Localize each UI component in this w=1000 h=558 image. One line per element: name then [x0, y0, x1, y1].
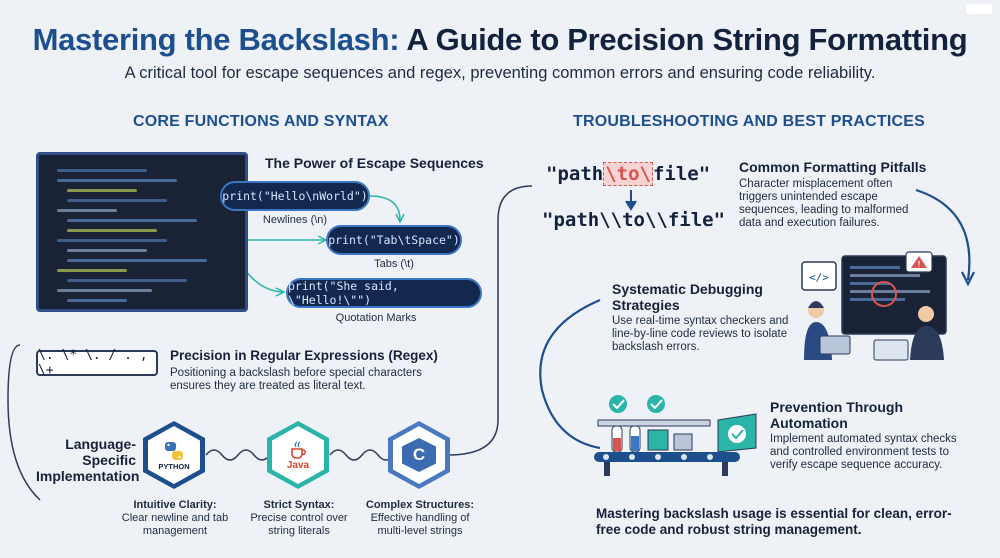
- c-icon: C: [402, 438, 436, 472]
- automation-illustration: [594, 395, 757, 476]
- watermark-badge: [966, 4, 992, 14]
- java-label: Java: [286, 459, 310, 471]
- language-heading: Language-Specific Implementation: [36, 436, 140, 484]
- section-heading-core: CORE FUNCTIONS AND SYNTAX: [133, 113, 389, 130]
- python-icon: [165, 441, 183, 460]
- java-caption: Strict Syntax: Precise control over stri…: [240, 499, 358, 538]
- java-caption-title: Strict Syntax:: [263, 499, 335, 511]
- prevention-body: Implement automated syntax checks and co…: [770, 433, 957, 471]
- label-quotes: Quotation Marks: [335, 312, 417, 324]
- c-caption-desc: Effective handling of multi-level string…: [370, 512, 470, 537]
- code-pill-newline: print("Hello\nWorld"): [220, 181, 370, 211]
- code-pill-quotes: print("She said, \"Hello!\""): [286, 278, 482, 308]
- escape-heading: The Power of Escape Sequences: [265, 155, 484, 171]
- section-heading-troubleshooting: TROUBLESHOOTING AND BEST PRACTICES: [573, 113, 925, 130]
- python-caption-title: Intuitive Clarity:: [133, 499, 217, 511]
- python-label: PYTHON: [158, 461, 190, 471]
- java-cup-icon: [291, 441, 306, 459]
- path-bad-post: file": [652, 163, 711, 185]
- pitfalls-body: Character misplacement often triggers un…: [739, 178, 909, 229]
- label-newline: Newlines (\n): [262, 214, 328, 226]
- debug-heading: Systematic Debugging Strategies: [612, 281, 763, 313]
- code-editor-illustration: [36, 152, 248, 312]
- regex-sample: \. \* \. / . , \+: [36, 348, 158, 378]
- c-label: C: [412, 445, 426, 464]
- java-caption-desc: Precise control over string literals: [250, 512, 348, 537]
- page-title: Mastering the Backslash: A Guide to Prec…: [0, 22, 1000, 58]
- path-bad: "path\to\file": [546, 162, 711, 186]
- java-hex: Java: [267, 421, 329, 489]
- python-caption-desc: Clear newline and tab management: [121, 512, 229, 537]
- path-bad-error: \to\: [603, 162, 653, 186]
- regex-heading: Precision in Regular Expressions (Regex): [170, 348, 438, 363]
- c-caption-title: Complex Structures:: [365, 499, 475, 511]
- c-hex: C: [388, 421, 450, 489]
- python-hex: PYTHON: [143, 421, 205, 489]
- python-caption: Intuitive Clarity: Clear newline and tab…: [120, 499, 230, 538]
- page-subtitle: A critical tool for escape sequences and…: [124, 64, 876, 82]
- c-caption: Complex Structures: Effective handling o…: [360, 499, 480, 538]
- debugging-illustration: </> !: [801, 251, 947, 361]
- path-good: "path\\to\\file": [542, 209, 726, 231]
- svg-text:!: !: [918, 260, 921, 269]
- prevention-heading: Prevention Through Automation: [770, 399, 903, 431]
- title-rest: A Guide to Precision String Formatting: [399, 22, 968, 57]
- pitfalls-heading: Common Formatting Pitfalls: [739, 159, 927, 175]
- title-highlight: Mastering the Backslash:: [32, 22, 400, 57]
- regex-body: Positioning a backslash before special c…: [170, 367, 422, 392]
- debug-body: Use real-time syntax checkers and line-b…: [612, 315, 789, 353]
- label-tab: Tabs (\t): [374, 258, 414, 270]
- svg-text:</>: </>: [809, 271, 829, 284]
- conclusion-text: Mastering backslash usage is essential f…: [596, 506, 952, 537]
- path-bad-pre: "path: [546, 163, 604, 185]
- code-pill-tab: print("Tab\tSpace"): [326, 225, 462, 255]
